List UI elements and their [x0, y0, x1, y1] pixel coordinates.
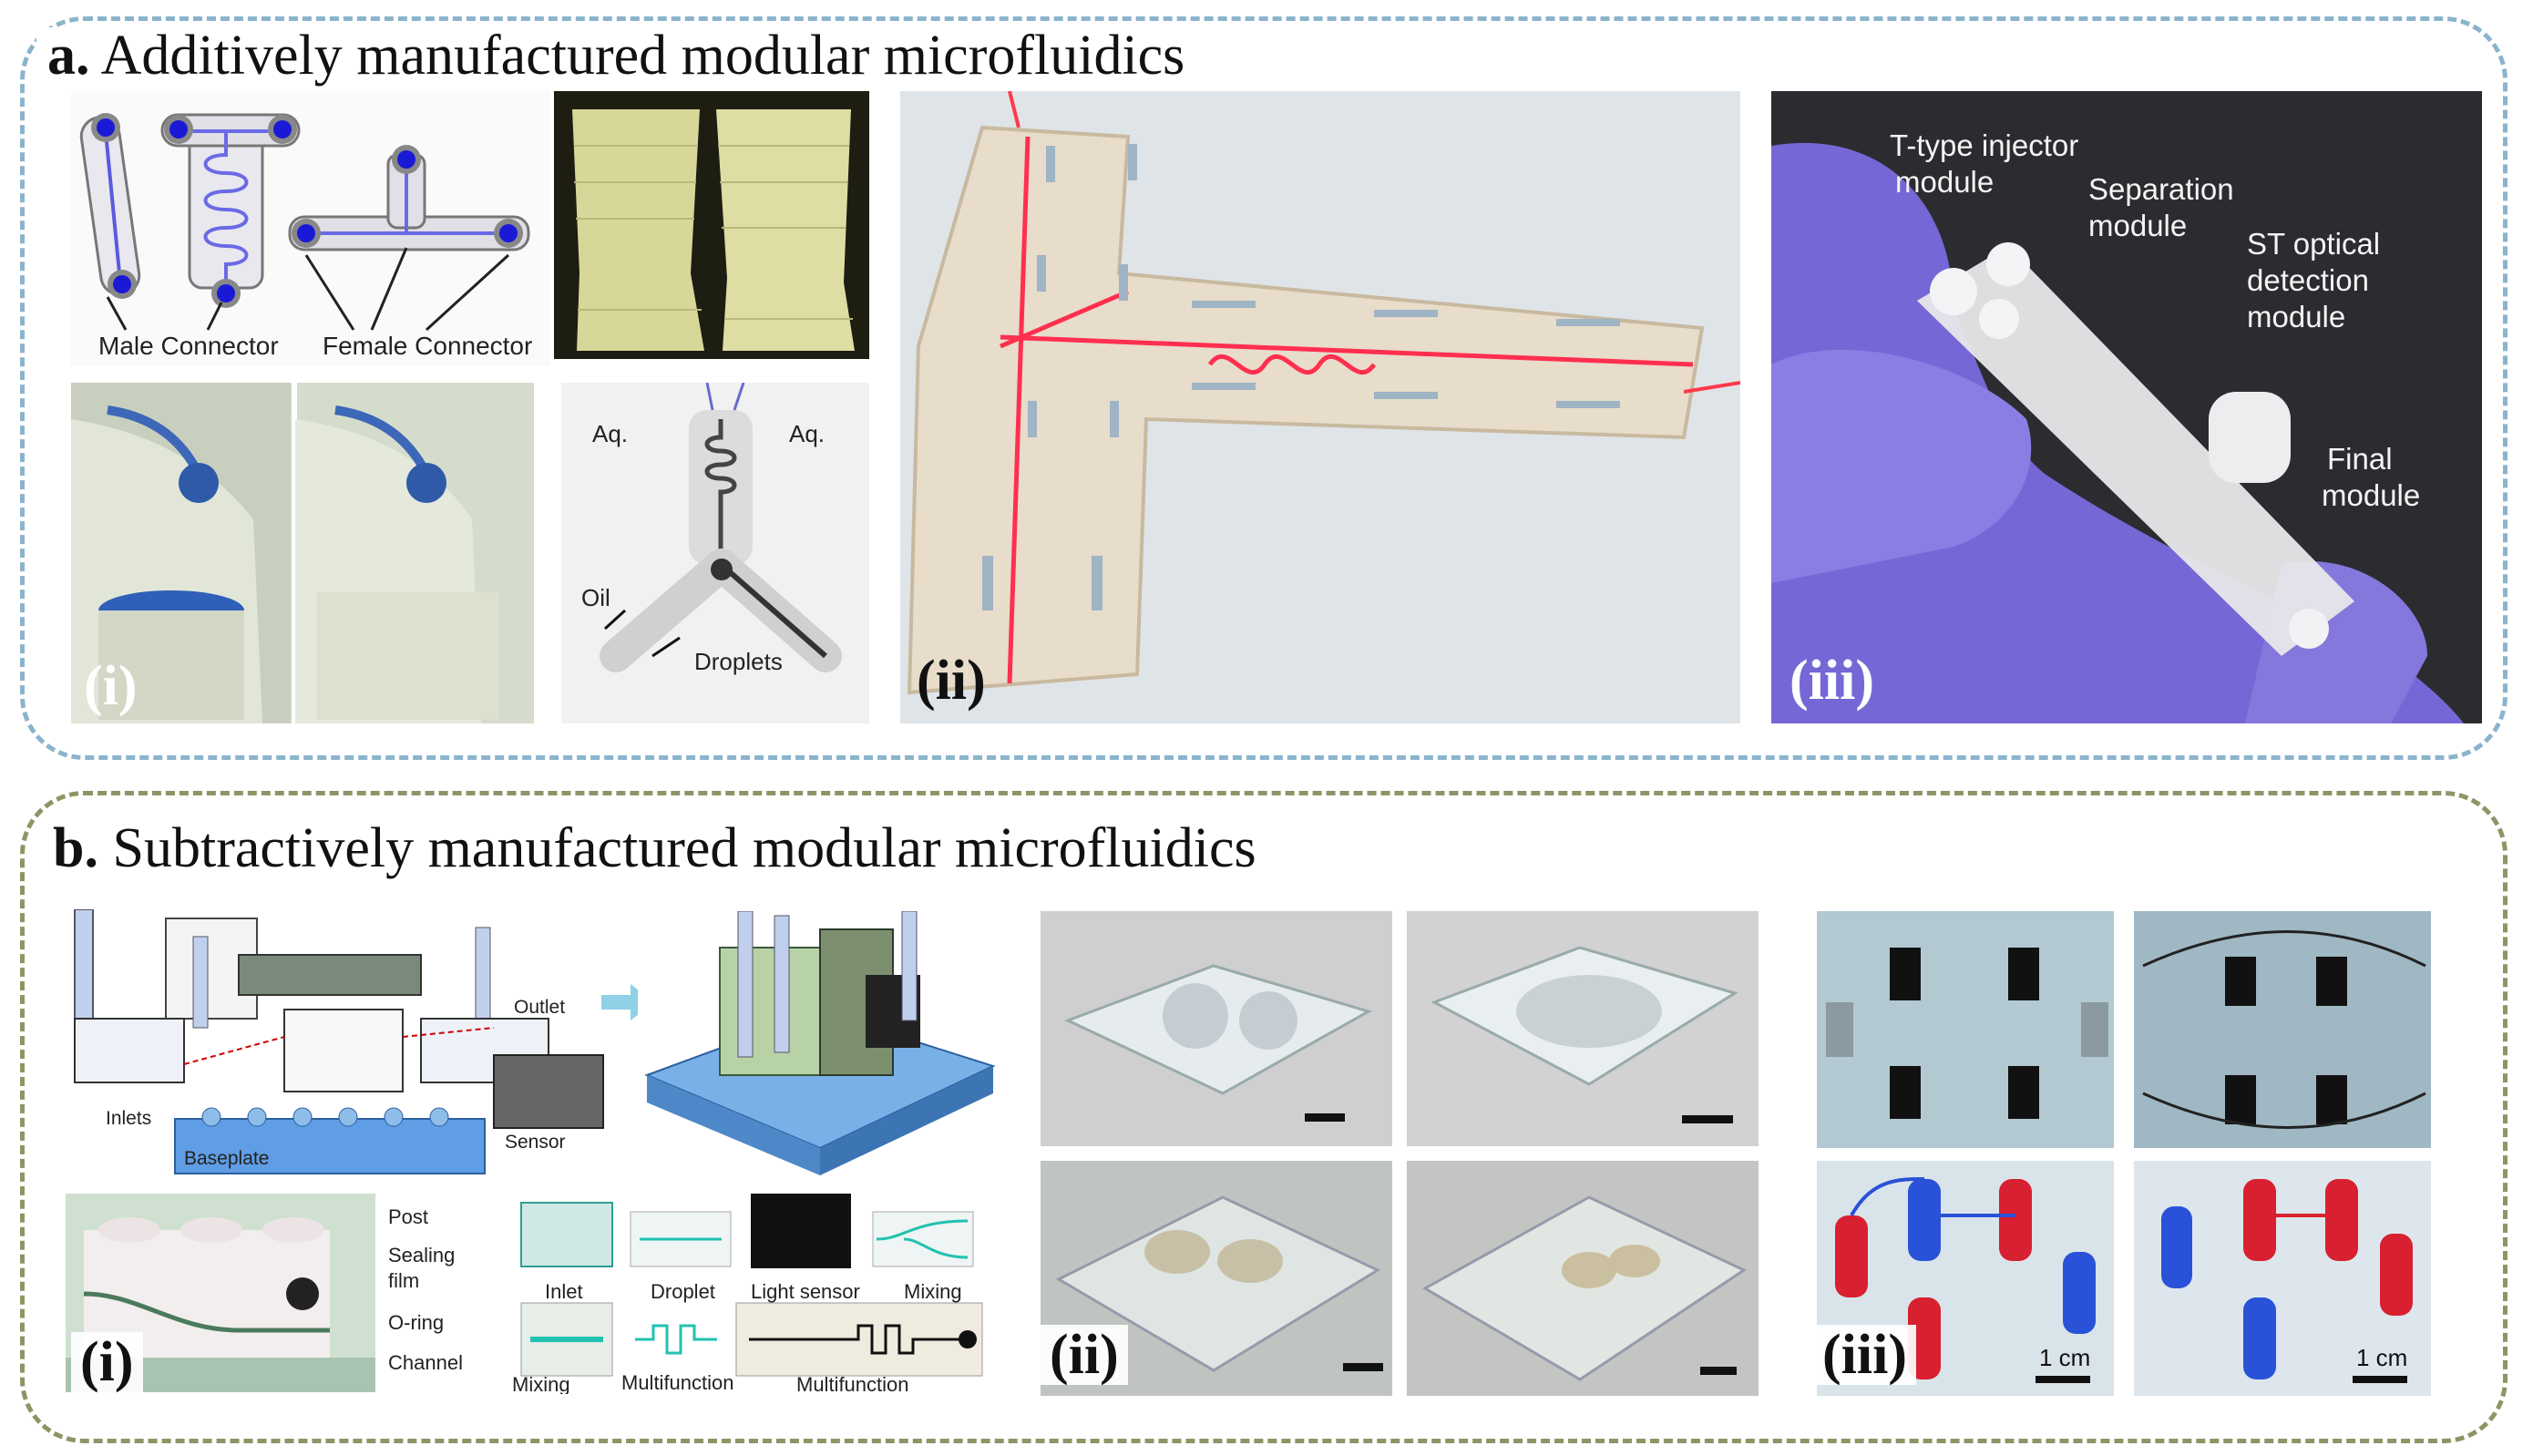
oil-label: Oil: [581, 584, 610, 611]
final-module-label: module: [2322, 478, 2421, 512]
printed-connectors-drawing: [572, 109, 855, 351]
inlets-label: Inlets: [106, 1108, 152, 1129]
droplet-generator-photo: Aq. Aq. Oil Droplets: [561, 383, 869, 723]
o-ring-label: O-ring: [388, 1311, 445, 1334]
sealing-label: Sealing: [388, 1244, 456, 1266]
lego-assembled-svg: [644, 911, 996, 1175]
sub-i-label-b: (i): [71, 1332, 143, 1392]
module-catalogue-drawing: [520, 1194, 983, 1377]
printed-connectors-photo: [554, 91, 869, 359]
panel-b-title: b. Subtractively manufactured modular mi…: [42, 820, 1267, 877]
final-label: Final: [2327, 442, 2393, 476]
aq-right-label: Aq.: [789, 420, 826, 447]
dye-connection-photos: (i): [71, 383, 534, 723]
lego-brick-photo: (i): [66, 1194, 375, 1392]
scale-left-label: 1 cm: [2039, 1344, 2091, 1371]
separation-module-label: module: [2088, 209, 2188, 242]
female-connector-label: Female Connector: [323, 332, 533, 360]
baseplate-label: Baseplate: [184, 1148, 270, 1169]
lego-assembled-drawing: [638, 911, 1002, 1184]
t-type-module-label: module: [1895, 165, 1995, 199]
channel-photo-3: 1 cm (iii): [1817, 1161, 2114, 1396]
sub-iii-label-b: (iii): [1817, 1325, 1916, 1385]
droplet-label: Droplet: [651, 1280, 715, 1303]
droplet-generator-drawing: [600, 383, 842, 672]
aq-left-label: Aq.: [592, 420, 629, 447]
channel-photo-4: 1 cm: [2134, 1161, 2431, 1396]
handheld-modules-drawing: [1771, 142, 2464, 723]
inlet-label: Inlet: [545, 1280, 583, 1303]
male-connector-label: Male Connector: [98, 332, 279, 360]
panel-a-frame: [20, 16, 2507, 760]
panel-b-frame: [20, 791, 2507, 1443]
handheld-modules-photo: T-type injector module Separation module…: [1771, 91, 2482, 723]
modular-chip-photo: (ii): [900, 91, 1740, 723]
mixing-bottom-label: Mixing: [512, 1373, 570, 1394]
acrylic-photo-1: [1041, 911, 1392, 1146]
scale-right-label: 1 cm: [2356, 1344, 2408, 1371]
connector-schematic-drawing: [79, 113, 530, 332]
dye-connection-drawing: [71, 383, 534, 723]
sub-ii-label-b: (ii): [1041, 1325, 1128, 1385]
acrylic-photo-4: [1407, 1161, 1759, 1396]
channel-photo-2: [2134, 911, 2431, 1148]
multifunction-1-label: Multifunction: [621, 1371, 734, 1394]
channel-label: Channel: [388, 1351, 463, 1374]
multifunction-2-label: Multifunction: [796, 1373, 909, 1394]
sensor-label: Sensor: [505, 1132, 566, 1153]
lego-exploded-drawing: [74, 909, 604, 1174]
lego-exploded-schematic: Outlet Inlets Baseplate Sensor: [66, 909, 631, 1183]
acrylic-photo-3: (ii): [1041, 1161, 1392, 1396]
module-catalogue: Inlet Droplet Light sensor Mixing Mixing…: [512, 1184, 986, 1394]
panel-a-title: a. Additively manufactured modular micro…: [36, 27, 1196, 84]
acrylic-photo-2: [1407, 911, 1759, 1146]
outlet-label: Outlet: [514, 997, 566, 1018]
sub-i-label-a: (i): [84, 655, 138, 717]
st-module-label: module: [2247, 300, 2346, 333]
separation-label: Separation: [2088, 172, 2234, 206]
channel-photo-1: [1817, 911, 2114, 1148]
detection-label: detection: [2247, 263, 2369, 297]
film-label: film: [388, 1269, 420, 1292]
sub-iii-label-a: (iii): [1790, 650, 1874, 712]
mixing-top-label: Mixing: [904, 1280, 962, 1303]
sub-ii-label-a: (ii): [917, 650, 986, 712]
st-optical-label: ST optical: [2247, 227, 2381, 261]
light-sensor-label: Light sensor: [751, 1280, 860, 1303]
t-type-injector-label: T-type injector: [1890, 128, 2079, 162]
connector-schematic: Male Connector Female Connector: [71, 91, 550, 366]
modular-chip-drawing: [907, 91, 1740, 695]
droplets-label: Droplets: [694, 648, 783, 675]
post-label: Post: [388, 1205, 429, 1228]
